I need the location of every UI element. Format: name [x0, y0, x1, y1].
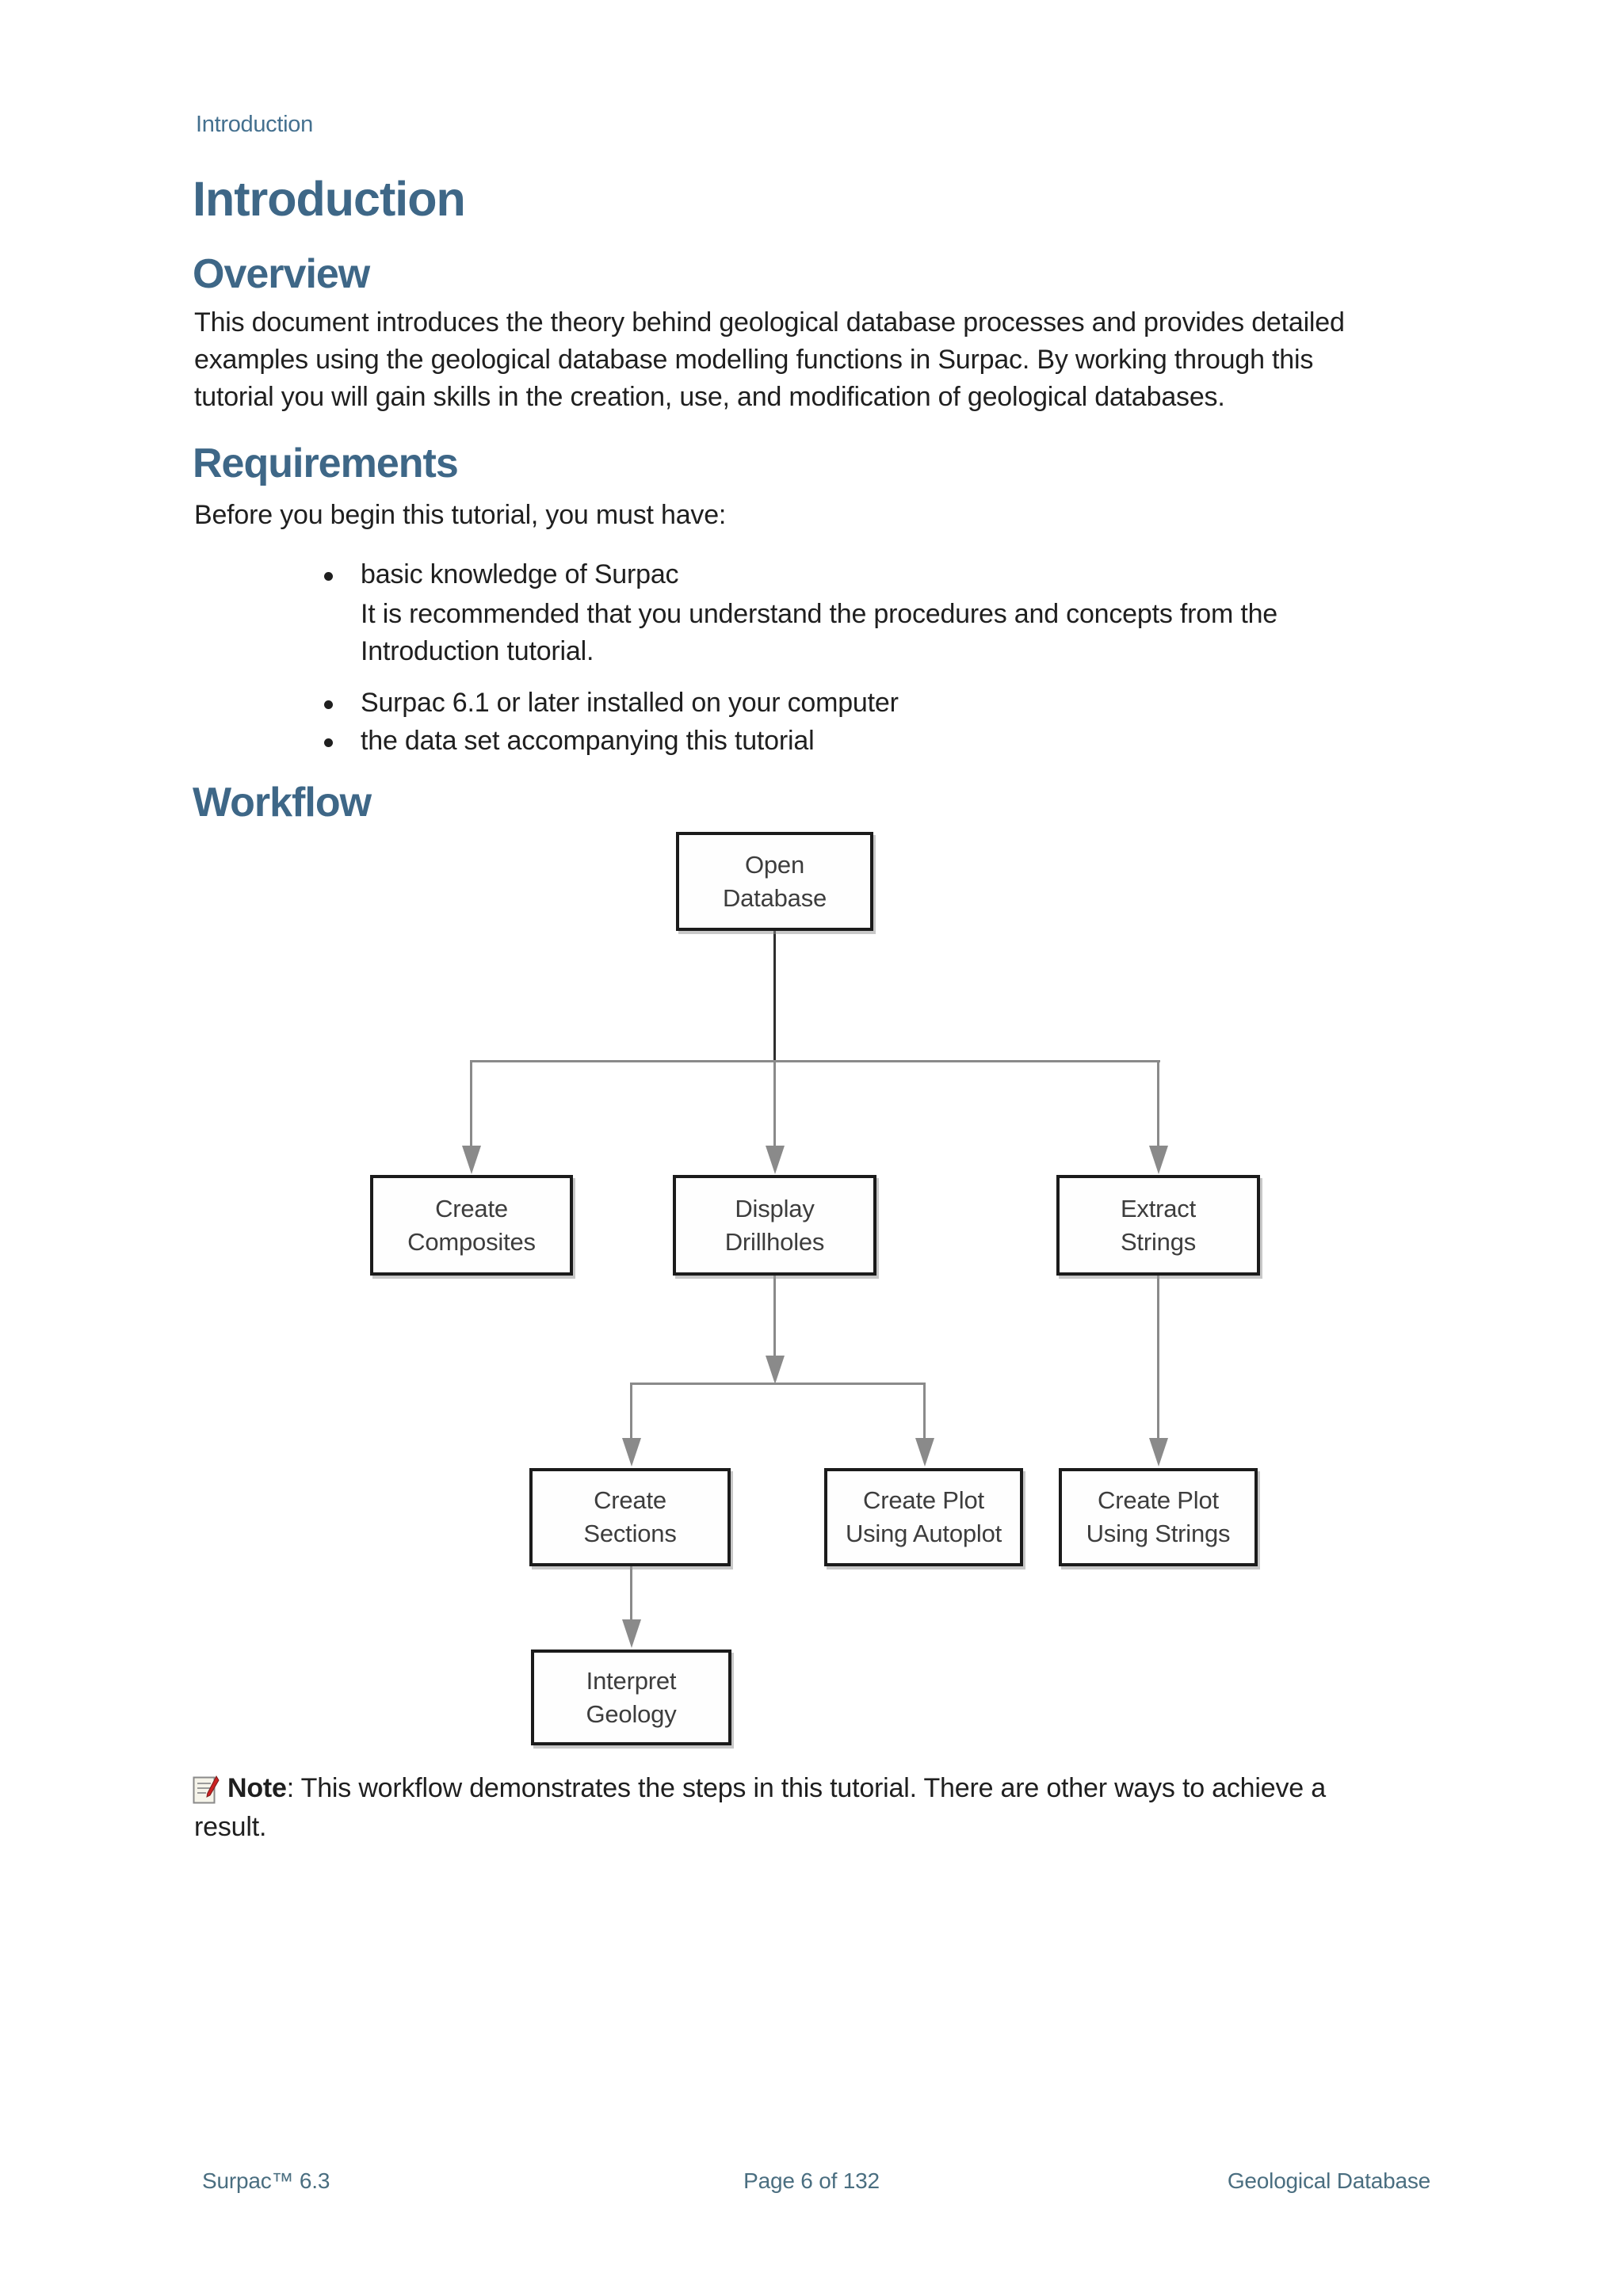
footer-document-name: Geological Database [1227, 2168, 1430, 2193]
connector-line [470, 1060, 1160, 1062]
note-text-line2: result. [194, 1812, 267, 1842]
node-label-line: Display [735, 1194, 815, 1222]
note-icon [193, 1775, 220, 1809]
arrow-down-icon [1149, 1146, 1168, 1174]
arrow-down-icon [915, 1438, 934, 1466]
node-label-line: Database [722, 883, 827, 912]
node-label-line: Geology [586, 1699, 677, 1728]
bullet-item-line: basic knowledge of Surpac [361, 559, 679, 589]
node-label-line: Create Plot [1098, 1486, 1219, 1514]
arrow-down-icon [1149, 1438, 1168, 1466]
note-text-line1: : This workflow demonstrates the steps i… [286, 1773, 1326, 1803]
heading-workflow: Workflow [193, 780, 372, 826]
flowchart-node-create-plot-strings: Create Plot Using Strings [1059, 1468, 1258, 1566]
paragraph-line: examples using the geological database m… [194, 345, 1314, 375]
node-label-line: Using Strings [1086, 1520, 1231, 1547]
note-text: Note: This workflow demonstrates the ste… [227, 1770, 1326, 1807]
flowchart-node-extract-strings: Extract Strings [1056, 1175, 1260, 1276]
arrow-down-icon [766, 1146, 785, 1174]
connector-line [470, 1060, 472, 1147]
bullet-item-line: Introduction tutorial. [361, 636, 594, 666]
connector-line [630, 1385, 632, 1440]
flowchart-node-open-database: Open Database [676, 832, 873, 931]
arrow-down-icon [622, 1438, 641, 1466]
flowchart-node-create-composites: Create Composites [370, 1175, 573, 1276]
bullet-dot [324, 572, 333, 581]
paragraph-line: tutorial you will gain skills in the cre… [194, 382, 1225, 412]
note-label: Note [227, 1773, 287, 1803]
bullet-dot [324, 738, 333, 747]
node-label-line: Extract [1120, 1194, 1197, 1222]
node-label-line: Sections [583, 1520, 677, 1547]
connector-line [773, 931, 776, 1061]
node-label-line: Open [744, 850, 805, 879]
arrow-down-icon [622, 1619, 641, 1648]
requirements-lead: Before you begin this tutorial, you must… [194, 500, 727, 530]
paragraph-line: This document introduces the theory behi… [194, 307, 1345, 338]
flowchart-node-create-sections: Create Sections [529, 1468, 731, 1566]
bullet-dot [324, 700, 333, 709]
connector-line [773, 1062, 776, 1147]
connector-line [1157, 1276, 1159, 1440]
connector-line [773, 1276, 776, 1356]
node-label-line: Using Autoplot [845, 1520, 1002, 1547]
page-title: Introduction [193, 172, 466, 226]
connector-line [1157, 1060, 1159, 1147]
connector-line [630, 1566, 632, 1622]
bullet-item-line: It is recommended that you understand th… [361, 599, 1277, 629]
heading-overview: Overview [193, 251, 370, 297]
bullet-item-line: Surpac 6.1 or later installed on your co… [361, 688, 899, 718]
overview-paragraph: This document introduces the theory behi… [194, 304, 1345, 416]
node-label-line: Drillholes [724, 1227, 825, 1256]
flowchart-node-create-plot-autoplot: Create Plot Using Autoplot [824, 1468, 1023, 1566]
node-label-line: Create Plot [863, 1486, 984, 1514]
node-label-line: Strings [1120, 1227, 1197, 1256]
arrow-down-icon [462, 1146, 481, 1174]
running-header: Introduction [196, 112, 313, 137]
flowchart-node-display-drillholes: Display Drillholes [673, 1175, 876, 1276]
node-label-line: Create [435, 1194, 508, 1222]
bullet-item-line: the data set accompanying this tutorial [361, 726, 815, 756]
connector-line [630, 1383, 926, 1385]
heading-requirements: Requirements [193, 441, 459, 486]
footer-page-number: Page 6 of 132 [743, 2168, 880, 2193]
connector-line [923, 1385, 926, 1440]
node-label-line: Interpret [586, 1666, 677, 1695]
footer-product: Surpac™ 6.3 [202, 2168, 330, 2193]
arrow-down-icon [766, 1356, 785, 1384]
node-label-line: Create [594, 1486, 666, 1514]
node-label-line: Composites [407, 1227, 536, 1256]
flowchart-node-interpret-geology: Interpret Geology [531, 1650, 731, 1745]
